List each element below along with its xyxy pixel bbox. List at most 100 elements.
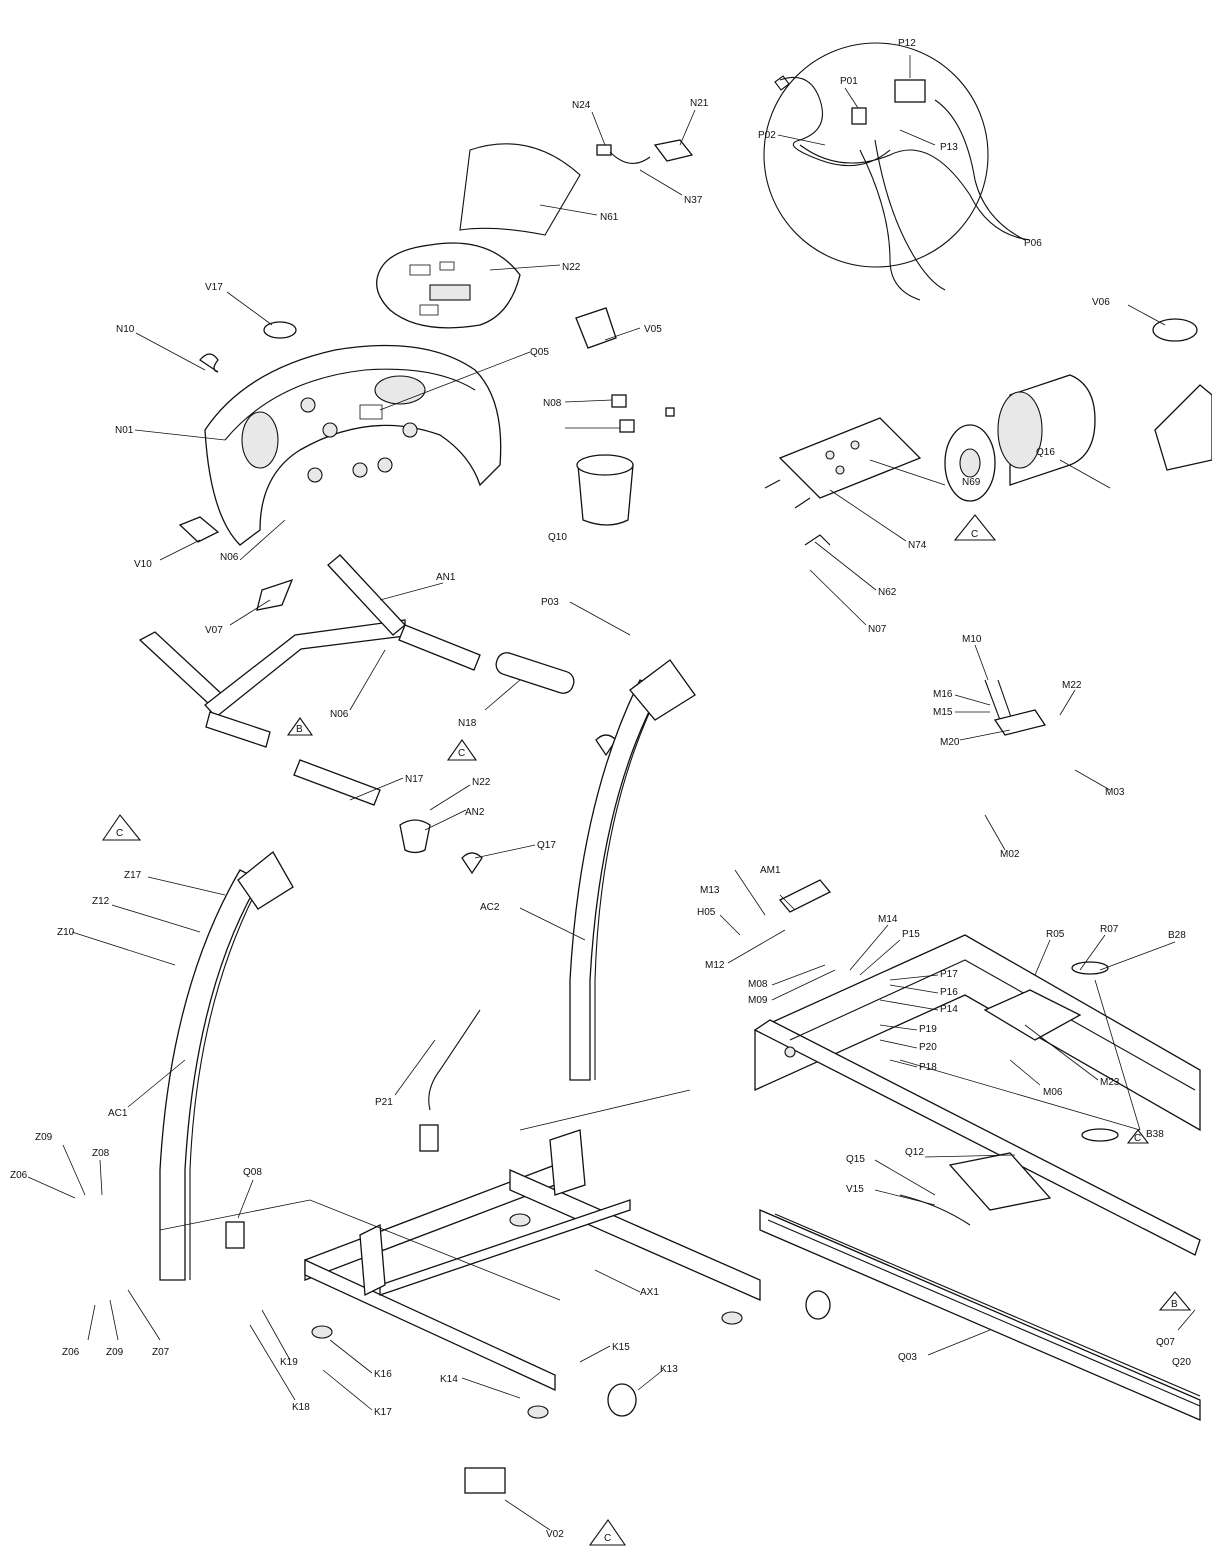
label-P17: P17 <box>940 969 958 980</box>
wiring-detail-circle <box>763 42 1031 301</box>
label-P19: P19 <box>919 1024 937 1035</box>
label-Q17: Q17 <box>537 840 556 851</box>
label-Q12: Q12 <box>905 1147 924 1158</box>
upright-left <box>159 851 294 1281</box>
control-board <box>764 417 922 546</box>
label-Q20: Q20 <box>1172 1357 1191 1368</box>
label-Z09-upper: Z09 <box>35 1132 53 1143</box>
callout-triangle: C <box>446 739 478 761</box>
motor-assembly <box>944 374 1096 736</box>
label-R05: R05 <box>1046 929 1065 940</box>
label-B38: B38 <box>1146 1129 1164 1140</box>
label-K13: K13 <box>660 1364 678 1375</box>
label-N62: N62 <box>878 587 897 598</box>
base-frame <box>304 1129 831 1419</box>
label-N61: N61 <box>600 212 619 223</box>
label-K16: K16 <box>374 1369 392 1380</box>
label-P06: P06 <box>1024 238 1042 249</box>
callout-triangles: C B C C C B C <box>101 514 1192 1546</box>
label-M06: M06 <box>1043 1087 1063 1098</box>
label-M03: M03 <box>1105 787 1125 798</box>
deck-frame <box>753 879 1201 1256</box>
part-labels: N24 N21 N37 N61 P12 P01 P02 P13 P06 N22 … <box>10 38 1191 1540</box>
label-Z09-lower: Z09 <box>106 1347 124 1358</box>
callout-letter: B <box>296 724 303 735</box>
label-N07: N07 <box>868 624 887 635</box>
label-P12: P12 <box>898 38 916 49</box>
label-N08: N08 <box>543 398 562 409</box>
callout-letter: C <box>604 1533 611 1544</box>
label-P20: P20 <box>919 1042 937 1053</box>
label-B28: B28 <box>1168 930 1186 941</box>
label-Z06-upper: Z06 <box>10 1170 28 1181</box>
label-P03: P03 <box>541 597 559 608</box>
label-Q10: Q10 <box>548 532 567 543</box>
label-N18: N18 <box>458 718 477 729</box>
callout-letter: C <box>971 529 978 540</box>
label-M20: M20 <box>940 737 960 748</box>
label-P14: P14 <box>940 1004 958 1015</box>
label-M16: M16 <box>933 689 953 700</box>
label-K15: K15 <box>612 1342 630 1353</box>
label-Z08: Z08 <box>92 1148 110 1159</box>
label-Z17: Z17 <box>124 870 142 881</box>
label-P21: P21 <box>375 1097 393 1108</box>
callout-triangle: B <box>1158 1291 1192 1311</box>
label-M23: M23 <box>1100 1077 1120 1088</box>
label-AM1: AM1 <box>760 865 781 876</box>
label-V05: V05 <box>644 324 662 335</box>
small-parts <box>159 1009 691 1494</box>
label-V17: V17 <box>205 282 223 293</box>
label-Q07: Q07 <box>1156 1337 1175 1348</box>
label-N17: N17 <box>405 774 424 785</box>
label-Z06-lower: Z06 <box>62 1347 80 1358</box>
label-N10: N10 <box>116 324 135 335</box>
console-assembly <box>178 139 1198 611</box>
label-M09: M09 <box>748 995 768 1006</box>
label-P13: P13 <box>940 142 958 153</box>
label-N21: N21 <box>690 98 709 109</box>
callout-triangle: B <box>286 717 314 736</box>
label-Q05: Q05 <box>530 347 549 358</box>
label-K17: K17 <box>374 1407 392 1418</box>
callout-triangle: C <box>953 514 997 541</box>
callout-letter: B <box>1171 1299 1178 1310</box>
label-N37: N37 <box>684 195 703 206</box>
label-AX1: AX1 <box>640 1287 659 1298</box>
label-K18: K18 <box>292 1402 310 1413</box>
label-M02: M02 <box>1000 849 1020 860</box>
label-N69: N69 <box>962 477 981 488</box>
label-N74: N74 <box>908 540 927 551</box>
label-P15: P15 <box>902 929 920 940</box>
label-N01: N01 <box>115 425 134 436</box>
callout-letter: C <box>458 748 465 759</box>
label-P16: P16 <box>940 987 958 998</box>
label-M10: M10 <box>962 634 982 645</box>
callout-triangle: C <box>588 1519 627 1546</box>
label-K19: K19 <box>280 1357 298 1368</box>
callout-triangle: C <box>1126 1129 1150 1144</box>
label-V10: V10 <box>134 559 152 570</box>
label-AN2: AN2 <box>465 807 485 818</box>
right-edge-part <box>1154 384 1212 471</box>
label-M12: M12 <box>705 960 725 971</box>
label-M15: M15 <box>933 707 953 718</box>
label-V06: V06 <box>1092 297 1110 308</box>
label-K14: K14 <box>440 1374 458 1385</box>
label-R07: R07 <box>1100 924 1119 935</box>
label-AC1: AC1 <box>108 1108 128 1119</box>
label-M13: M13 <box>700 885 720 896</box>
label-N22-console: N22 <box>562 262 581 273</box>
label-Z10: Z10 <box>57 927 75 938</box>
label-N06-handlebar: N06 <box>330 709 349 720</box>
label-Z07: Z07 <box>152 1347 170 1358</box>
label-P01: P01 <box>840 76 858 87</box>
label-P02: P02 <box>758 130 776 141</box>
callout-letter: C <box>1134 1133 1141 1144</box>
label-M22: M22 <box>1062 680 1082 691</box>
side-rail <box>759 1209 1201 1421</box>
label-N24: N24 <box>572 100 591 111</box>
label-M08: M08 <box>748 979 768 990</box>
label-H05: H05 <box>697 907 716 918</box>
label-Q15: Q15 <box>846 1154 865 1165</box>
